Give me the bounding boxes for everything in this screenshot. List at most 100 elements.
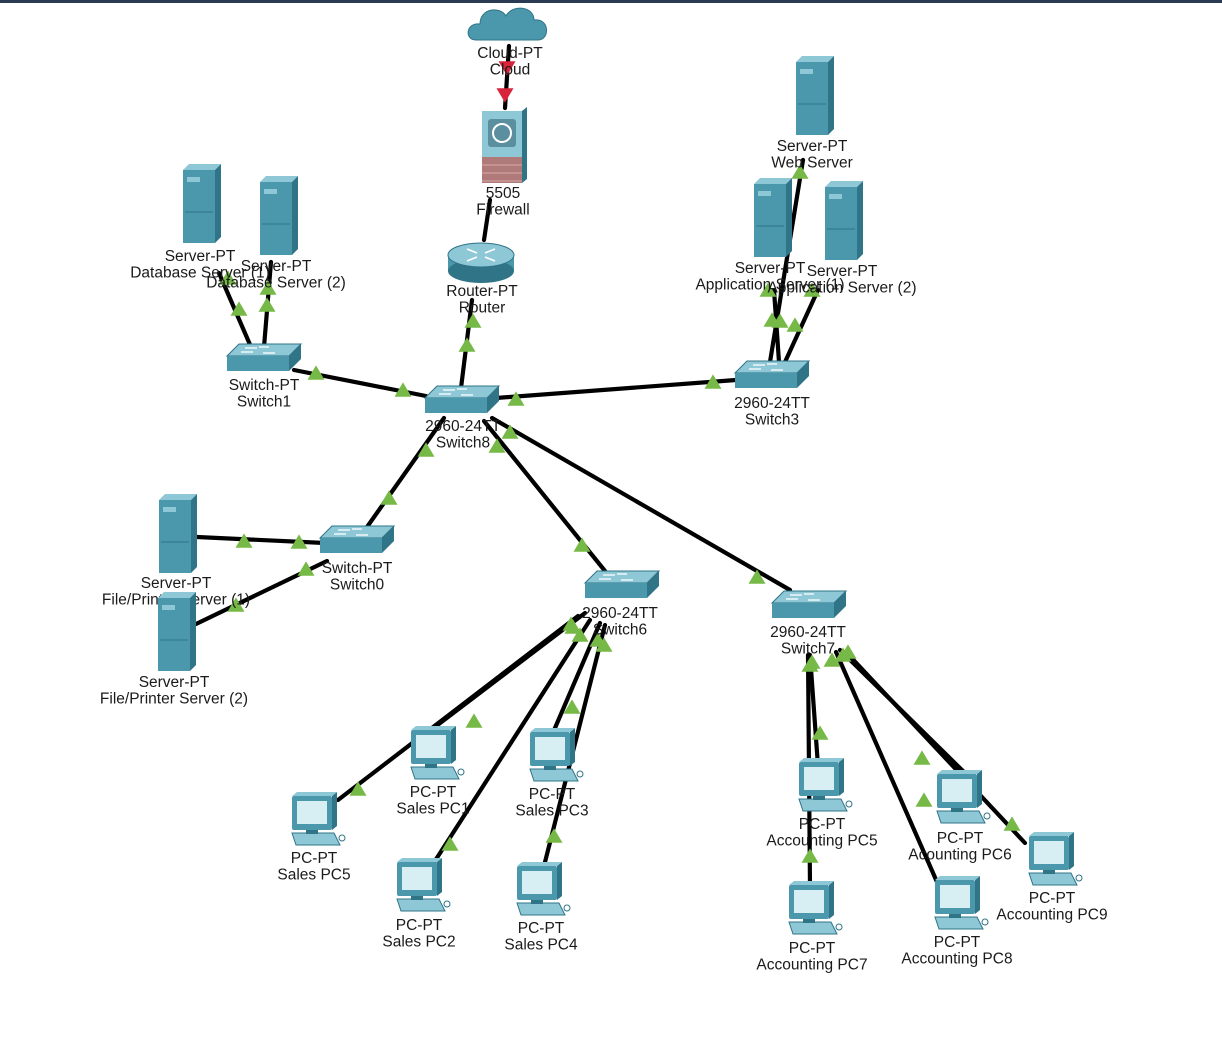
link-apc8-switch7[interactable] <box>833 649 940 885</box>
device-label: PC-PT <box>291 850 338 867</box>
device-label: Server-PT <box>139 674 210 691</box>
link-switch0-switch8[interactable] <box>364 415 447 530</box>
link-spc3-switch6[interactable] <box>549 620 603 738</box>
link-app2-switch3[interactable] <box>782 287 821 365</box>
device-label: Accounting PC9 <box>996 907 1107 924</box>
pc-icon <box>1028 832 1083 886</box>
links-layer <box>193 43 1028 889</box>
link-switch7-switch8[interactable] <box>489 415 793 593</box>
device-label: Server-PT <box>165 248 236 265</box>
device-label: Router-PT <box>446 283 518 300</box>
port-up-icon <box>759 282 777 297</box>
device-label: 2960-24TT <box>770 624 846 641</box>
server-icon <box>754 178 792 257</box>
port-down-icon <box>498 61 516 76</box>
port-up-icon <box>458 337 476 352</box>
port-up-icon <box>834 647 852 662</box>
port-up-icon <box>307 365 325 380</box>
firewall-icon <box>482 107 527 183</box>
port-up-icon <box>259 280 277 295</box>
switch-icon <box>583 570 661 598</box>
port-up-icon <box>801 848 819 863</box>
link-spc2-switch6[interactable] <box>430 617 593 867</box>
port-up-icon <box>417 442 435 457</box>
device-label: Switch6 <box>593 622 647 639</box>
server-icon <box>158 592 196 671</box>
link-firewall-router[interactable] <box>481 197 493 243</box>
port-up-icon <box>488 438 506 453</box>
port-up-icon <box>545 828 563 843</box>
link-apc5-switch7[interactable] <box>807 652 821 769</box>
server-icon <box>796 56 834 135</box>
device-label: Server-PT <box>777 138 848 155</box>
port-up-icon <box>595 637 613 652</box>
server-icon <box>825 181 863 260</box>
device-label: 2960-24TT <box>734 395 810 412</box>
link-spc5-switch6[interactable] <box>335 613 581 803</box>
pc-icon <box>410 726 465 780</box>
port-down-icon <box>496 88 514 103</box>
port-up-icon <box>573 537 591 552</box>
device-label: File/Printer Server (2) <box>100 691 248 708</box>
link-fp1-switch0[interactable] <box>194 534 328 546</box>
device-label: PC-PT <box>529 786 576 803</box>
device-label: Server-PT <box>735 260 806 277</box>
pc-icon <box>396 858 451 912</box>
port-up-icon <box>823 652 841 667</box>
device-label: Sales PC5 <box>277 867 350 884</box>
pc-icon <box>798 758 853 812</box>
port-up-icon <box>349 781 367 796</box>
device-label: PC-PT <box>1029 890 1076 907</box>
port-up-icon <box>913 750 931 765</box>
port-up-icon <box>380 490 398 505</box>
device-label: Switch8 <box>436 435 490 452</box>
device-label: Server-PT <box>241 258 312 275</box>
device-label: Accounting PC8 <box>901 951 1012 968</box>
device-label: Application Server (1) <box>695 277 844 294</box>
pc-icon <box>788 881 843 935</box>
device-label: Router <box>459 300 506 317</box>
link-apc9-switch7[interactable] <box>843 649 1028 846</box>
pc-icon <box>934 876 989 930</box>
device-label: Server-PT <box>807 263 878 280</box>
link-switch3-switch8[interactable] <box>493 377 739 401</box>
device-label: Switch0 <box>330 577 385 594</box>
port-up-icon <box>915 792 933 807</box>
switch-icon <box>423 385 501 413</box>
port-up-icon <box>803 654 821 669</box>
switch-icon <box>225 343 303 371</box>
device-label: PC-PT <box>934 934 981 951</box>
port-up-icon <box>297 561 315 576</box>
device-label: Application Server (2) <box>767 280 916 297</box>
port-up-icon <box>464 313 482 328</box>
device-label: Acounting PC6 <box>908 847 1011 864</box>
